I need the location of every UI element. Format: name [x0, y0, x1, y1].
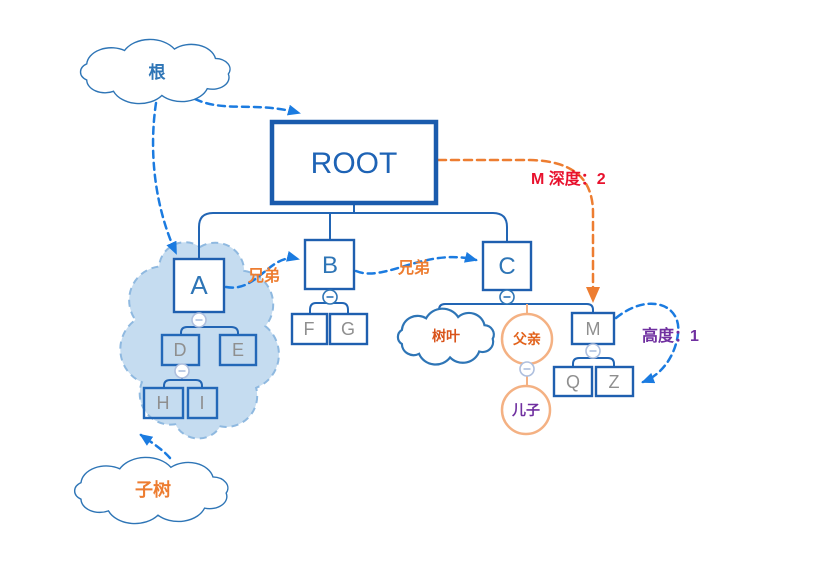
node-i[interactable]: I: [186, 386, 219, 420]
arrow-rootcloud-to-a[interactable]: [151, 101, 178, 255]
leaf-cloud-shape[interactable]: [398, 309, 494, 365]
node-b[interactable]: B: [303, 238, 356, 291]
leaf-cloud[interactable]: 树叶: [398, 309, 494, 365]
node-label-c: C: [498, 253, 515, 280]
collapse-button-b[interactable]: [322, 289, 338, 305]
relation-arrows: [139, 97, 680, 460]
connector-c-children: [438, 303, 594, 313]
node-label-f: F: [304, 319, 315, 339]
node-g[interactable]: G: [328, 312, 369, 346]
arrow-b-to-c[interactable]: [354, 251, 478, 275]
node-label-g: G: [341, 319, 355, 339]
collapse-button-m[interactable]: [585, 343, 601, 359]
son-label: 儿子: [511, 402, 540, 418]
node-box-h[interactable]: [142, 386, 185, 420]
node-label-e: E: [232, 340, 244, 360]
node-f[interactable]: F: [290, 312, 329, 346]
leaf-cloud-label: 树叶: [432, 328, 460, 344]
sibling-label-bc: 兄弟: [397, 258, 430, 277]
arrow-rootcloud-to-root[interactable]: [193, 97, 301, 116]
connector-m-children: [572, 357, 615, 367]
node-label-i: I: [199, 393, 204, 413]
node-label-q: Q: [566, 372, 580, 392]
node-label-d: D: [174, 340, 187, 360]
node-label-z: Z: [609, 372, 620, 392]
collapse-button-d[interactable]: [174, 363, 190, 379]
node-box-i[interactable]: [186, 386, 219, 420]
depth-annotation: M 深度：2: [531, 169, 606, 188]
collapse-button-a[interactable]: [191, 312, 207, 328]
node-q[interactable]: Q: [552, 365, 594, 398]
arrow-a-to-b[interactable]: [224, 251, 300, 289]
arrow-height-m-to-z[interactable]: [614, 302, 680, 384]
node-label-h: H: [157, 393, 170, 413]
node-box-q[interactable]: [552, 365, 594, 398]
collapse-button-c[interactable]: [499, 289, 515, 305]
node-box-e[interactable]: [218, 333, 258, 367]
subtree-cloud-label: 子树: [135, 479, 171, 500]
son-node[interactable]: 儿子: [500, 384, 552, 436]
tree-connectors: [163, 202, 615, 388]
sibling-label-ab: 兄弟: [247, 266, 280, 285]
node-a[interactable]: A: [172, 257, 226, 314]
arrow-depth-root-to-m[interactable]: [436, 158, 600, 303]
father-node[interactable]: 父亲: [500, 312, 554, 366]
collapse-button-father[interactable]: [519, 361, 535, 377]
node-box-root[interactable]: [269, 119, 439, 206]
node-root[interactable]: ROOT: [269, 119, 439, 206]
node-box-g[interactable]: [328, 312, 369, 346]
root-cloud[interactable]: 根: [81, 39, 230, 103]
node-box-z[interactable]: [594, 365, 635, 398]
node-c[interactable]: C: [481, 240, 533, 292]
subtree-cloud[interactable]: 子树: [75, 457, 228, 523]
node-box-f[interactable]: [290, 312, 329, 346]
node-h[interactable]: H: [142, 386, 185, 420]
connector-level1-rail: [198, 212, 508, 259]
subtree-cloud-shape[interactable]: [75, 457, 228, 523]
father-label: 父亲: [512, 331, 541, 347]
node-box-a[interactable]: [172, 257, 226, 314]
son-circle-shape[interactable]: [500, 384, 552, 436]
root-cloud-shape[interactable]: [81, 39, 230, 103]
node-box-b[interactable]: [303, 238, 356, 291]
node-e[interactable]: E: [218, 333, 258, 367]
node-label-b: B: [322, 252, 338, 279]
node-label-root: ROOT: [311, 147, 398, 180]
arrow-subtreecloud-to-blob[interactable]: [139, 433, 172, 460]
root-cloud-label: 根: [149, 62, 166, 82]
height-annotation: 高度：1: [642, 326, 699, 345]
connector-a-children: [180, 326, 239, 335]
node-z[interactable]: Z: [594, 365, 635, 398]
node-m[interactable]: M: [570, 311, 616, 346]
connector-d-children: [163, 379, 203, 388]
node-label-a: A: [190, 270, 208, 300]
node-label-m: M: [586, 319, 601, 339]
